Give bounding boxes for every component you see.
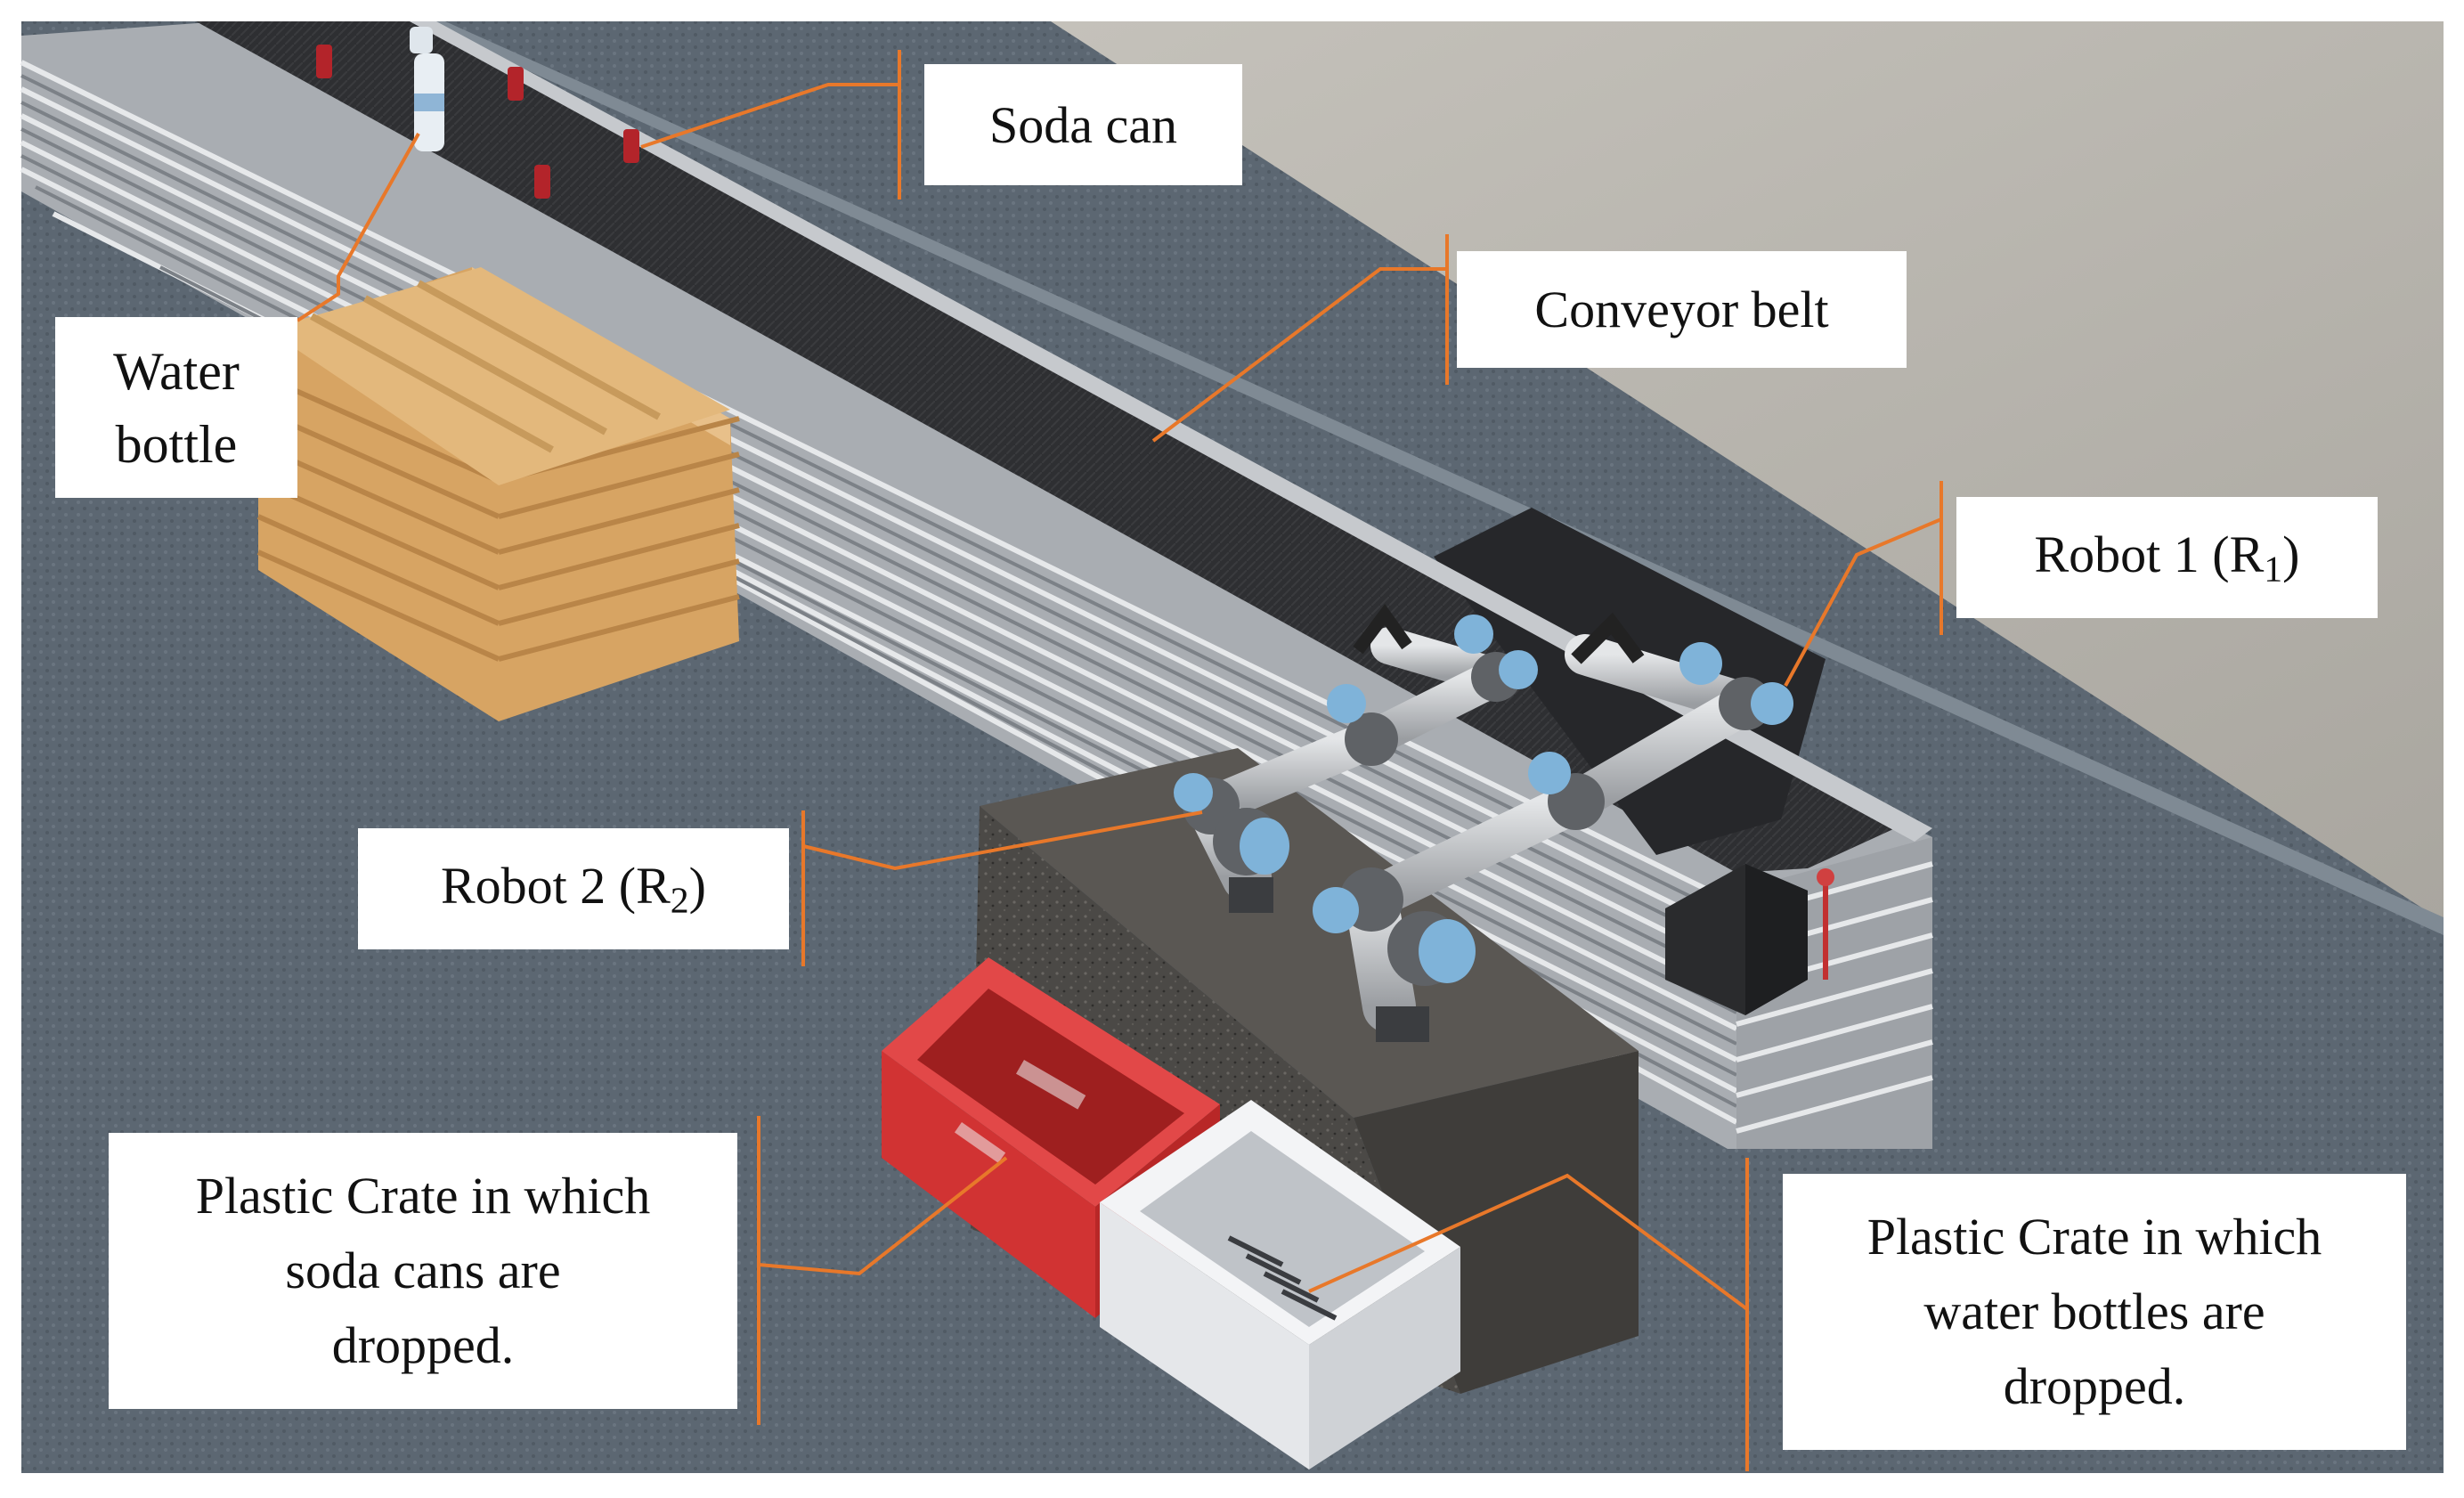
robot-1-label-text: Robot 1 (R1) [2034,525,2299,590]
robot-1-label-main: Robot 1 (R [2034,525,2265,583]
water-crate-label-line-3: dropped. [2003,1357,2186,1415]
soda-crate-label-line-2: soda cans are [285,1242,561,1299]
robot-2-label-text: Robot 2 (R2) [441,856,706,922]
soda-can-label: Soda can [924,64,1242,185]
water-bottle-label-line-1: Water [113,341,240,401]
leader-crate-water [1308,1158,1749,1471]
leader-soda-can [640,50,901,199]
robot-1-label-subscript: 1 [2264,549,2283,590]
conveyor-top-rail [410,21,1932,842]
conveyor-belt-label-text: Conveyor belt [1534,281,1829,338]
leader-robot-1 [1784,481,1943,687]
robot-1 [1313,612,1793,1042]
wall [436,21,2444,922]
robot-1-label-suffix: ) [2282,525,2300,583]
leader-lines [296,50,1943,1471]
robot-2-label: Robot 2 (R2) [358,828,789,949]
robot-1-label: Robot 1 (R1) [1956,497,2378,618]
soda-can-label-text: Soda can [989,95,1177,154]
leader-water-bottle [296,133,420,322]
soda-crate-label-line-3: dropped. [331,1316,515,1374]
water-bottle-label: Water bottle [55,317,297,498]
pallet-stack [256,267,740,721]
leader-crate-soda [757,1116,1008,1425]
leader-robot-2 [801,810,1203,966]
robot-2-label-main: Robot 2 (R [440,856,671,915]
robot-2-label-subscript: 2 [670,880,689,922]
control-box [1665,864,1834,1015]
belt-items [316,27,639,199]
water-bottle-label-line-2: bottle [115,414,238,474]
water-crate-label: Plastic Crate in which water bottles are… [1783,1174,2406,1450]
leader-conveyor-belt [1151,234,1449,443]
water-crate-label-line-2: water bottles are [1923,1282,2265,1340]
water-crate-label-line-1: Plastic Crate in which [1866,1208,2322,1266]
wall-edge [419,21,2444,935]
white-crate [1100,1100,1460,1470]
soda-crate-label: Plastic Crate in which soda cans are dro… [109,1133,737,1409]
soda-crate-label-line-1: Plastic Crate in which [195,1167,651,1225]
conveyor-belt-label: Conveyor belt [1457,251,1907,368]
robot-2-label-suffix: ) [688,856,706,915]
robot-2 [1174,604,1538,913]
